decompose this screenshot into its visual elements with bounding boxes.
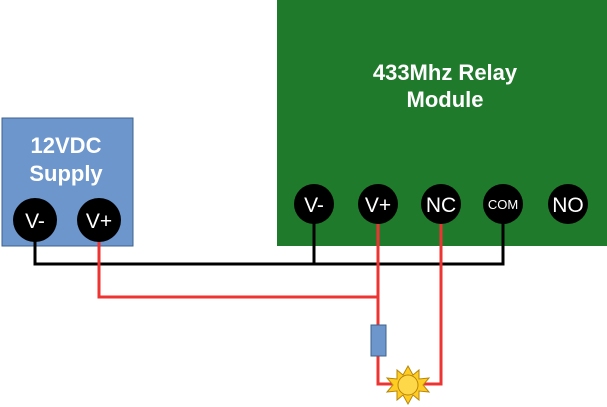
positive-wire-main (97, 222, 380, 299)
relay-title-line2: Module (407, 87, 484, 112)
sun-lamp-icon (385, 364, 431, 406)
resistor-icon (370, 324, 387, 357)
relay-terminal-no: NO (548, 184, 588, 224)
relay-terminal-no-label: NO (552, 194, 584, 217)
supply-terminal-v-minus-label: V- (25, 210, 45, 233)
relay-title-line1: 433Mhz Relay (373, 60, 518, 85)
positive-wires (97, 222, 443, 386)
relay-terminal-v-minus-label: V- (304, 194, 324, 217)
negative-wire-main (33, 222, 316, 266)
relay-terminal-nc-label: NC (426, 194, 456, 217)
relay-terminal-com: COM (483, 184, 523, 224)
relay-terminal-nc: NC (421, 184, 461, 224)
lamp-wire-nc (424, 222, 443, 386)
relay-terminal-v-minus: V- (294, 184, 334, 224)
supply-title-line1: 12VDC (31, 133, 102, 158)
lamp-wire-left (376, 356, 392, 386)
supply-terminal-v-plus: V+ (77, 198, 121, 242)
supply-title-line2: Supply (29, 161, 103, 186)
relay-terminal-v-plus-label: V+ (365, 194, 391, 217)
relay-terminal-com-label: COM (488, 197, 518, 212)
supply-terminal-v-plus-label: V+ (86, 210, 112, 233)
supply-terminal-v-minus: V- (13, 198, 57, 242)
relay-terminal-v-plus: V+ (358, 184, 398, 224)
